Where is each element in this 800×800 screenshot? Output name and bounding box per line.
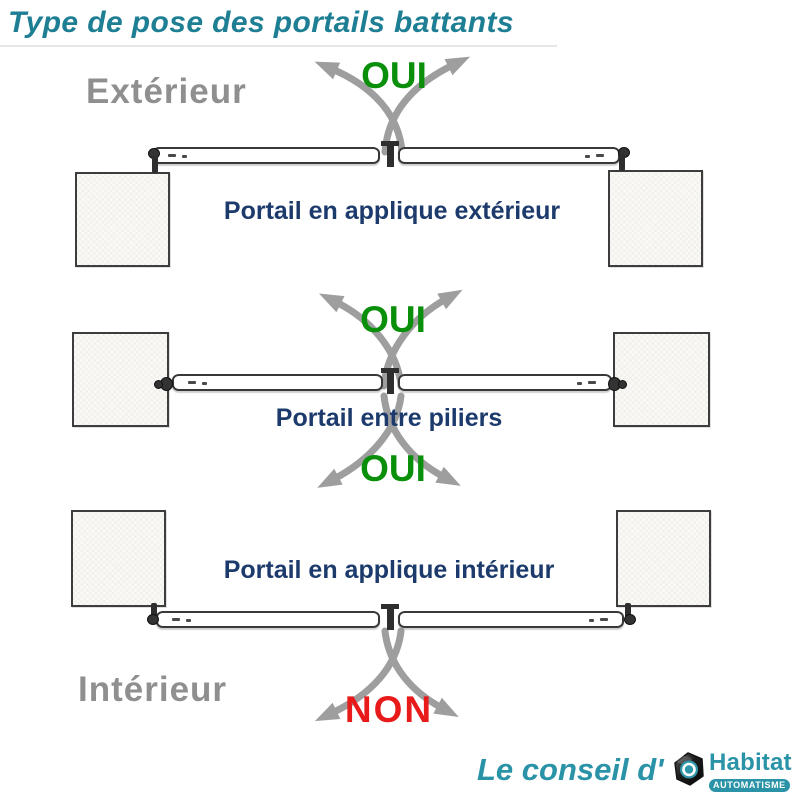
pillar-right — [616, 510, 711, 607]
zone-label-exterieur: Extérieur — [86, 72, 247, 111]
hinge-knob-right — [624, 614, 636, 625]
pillar-right — [608, 170, 703, 267]
leaf-fitting-mark — [596, 154, 604, 157]
leaf-fitting-mark — [188, 381, 196, 384]
gate-leaf-right — [398, 611, 624, 628]
page-title: Type de pose des portails battants — [8, 6, 514, 39]
leaf-fitting-mark — [577, 382, 582, 385]
leaf-fitting-mark — [600, 618, 608, 621]
hinge-post-left — [151, 603, 157, 618]
gate-center-stop-stem — [387, 370, 394, 394]
gate-leaf-right — [398, 374, 612, 391]
gate-leaf-left — [152, 147, 380, 164]
pillar-left — [75, 172, 170, 267]
leaf-fitting-mark — [182, 155, 187, 158]
pillar-left — [72, 332, 169, 427]
leaf-fitting-mark — [585, 155, 590, 158]
hinge-post-right — [625, 603, 631, 618]
pillar-right — [613, 332, 710, 427]
brand-logo: Habitat AUTOMATISME — [671, 751, 792, 793]
verdict-oui-between-top: OUI — [360, 299, 426, 340]
hinge-post-right — [619, 154, 625, 171]
gate-leaf-right — [398, 147, 620, 164]
brand-subtitle-badge: AUTOMATISME — [709, 779, 790, 792]
hinge-knob-left — [147, 614, 159, 625]
hinge-bolt-left — [154, 380, 163, 389]
verdict-oui-exterior: OUI — [361, 55, 427, 96]
leaf-fitting-mark — [202, 382, 207, 385]
pillar-left — [71, 510, 166, 607]
footer-lead-text: Le conseil d' — [477, 752, 664, 787]
caption-applique-interieur: Portail en applique intérieur — [223, 556, 555, 584]
gate-leaf-left — [172, 374, 383, 391]
hinge-bolt-right — [618, 380, 627, 389]
leaf-fitting-mark — [186, 619, 191, 622]
zone-label-interieur: Intérieur — [78, 670, 228, 709]
verdict-oui-between-bottom: OUI — [360, 448, 426, 489]
leaf-fitting-mark — [588, 381, 596, 384]
leaf-fitting-mark — [589, 619, 594, 622]
gate-center-stop-stem — [387, 143, 394, 167]
verdict-non-interior: NON — [344, 689, 434, 730]
caption-entre-piliers: Portail entre piliers — [275, 404, 503, 432]
caption-applique-exterieur: Portail en applique extérieur — [223, 197, 561, 225]
leaf-fitting-mark — [172, 618, 180, 621]
title-divider — [0, 45, 557, 47]
leaf-fitting-mark — [168, 154, 176, 157]
brand-name: Habitat — [709, 749, 792, 776]
hinge-post-left — [152, 156, 158, 173]
gate-center-stop-stem — [387, 606, 394, 630]
habitat-logo-icon — [674, 752, 704, 786]
gate-leaf-left — [156, 611, 380, 628]
brand-text-block: Habitat AUTOMATISME — [709, 751, 792, 793]
